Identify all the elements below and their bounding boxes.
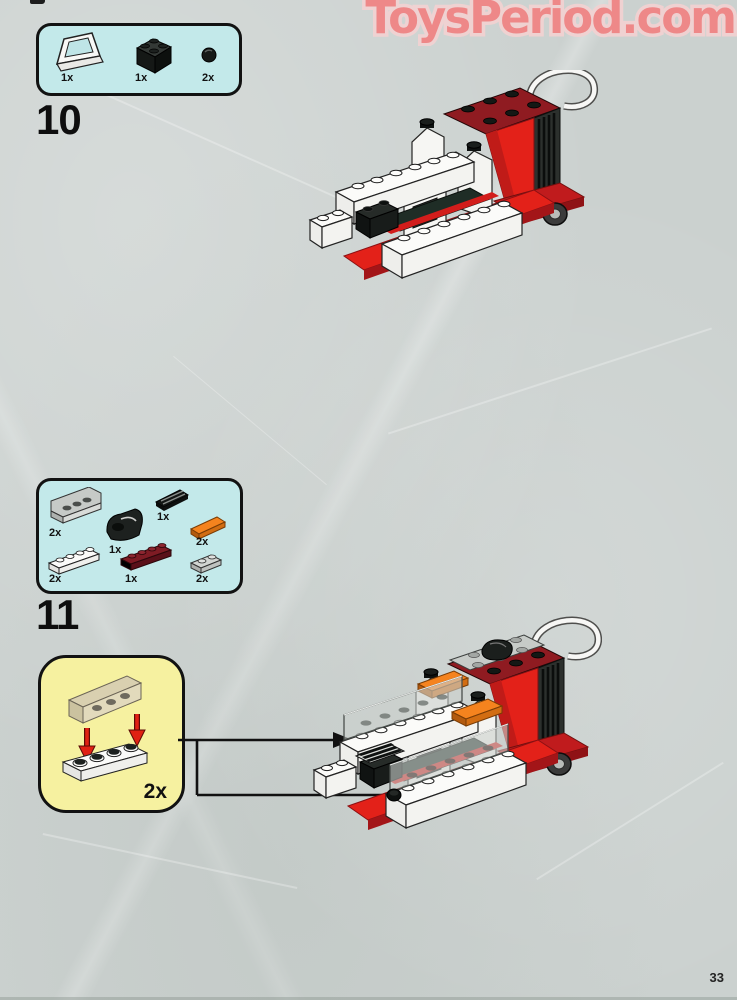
step11-callout-box: 2x [38, 655, 185, 813]
orange-tile-icon [189, 516, 227, 540]
callout-connector-lines [178, 732, 393, 797]
step10-parts-box: 1x 1x 2x [36, 23, 242, 96]
round-plate-icon [201, 47, 217, 63]
part-qty: 1x [157, 511, 170, 523]
step10-model-illustration [308, 70, 598, 280]
paper-texture-scratch [42, 832, 298, 890]
callout-assembly-illustration [61, 675, 149, 782]
part-qty: 1x [135, 72, 148, 84]
part-qty: 2x [202, 72, 215, 84]
part-qty: 2x [196, 536, 209, 548]
part-qty: 1x [61, 72, 74, 84]
front-grille-piece [354, 743, 406, 764]
side-rail-near [380, 200, 524, 280]
part-qty: 1x [109, 544, 122, 556]
page-number: 33 [709, 970, 724, 985]
gray-panel-icon [50, 487, 102, 524]
placement-arrow-icon [128, 714, 146, 748]
trans-panel-far [343, 675, 463, 741]
step-number: 11 [36, 591, 79, 638]
part-qty: 2x [196, 573, 209, 585]
step11-parts-box: 2x 1x 1x 2x 2x 1x 2x [36, 478, 243, 594]
paper-texture-scratch [173, 355, 327, 486]
step11-added-parts [343, 634, 546, 802]
windscreen-piece-icon [55, 32, 104, 72]
dark-red-plate-icon [119, 543, 173, 571]
step11-model-illustration [296, 610, 602, 866]
orange-tile-near [450, 698, 504, 727]
red-slope-shading [486, 130, 517, 212]
callout-quantity: 2x [143, 780, 167, 803]
black-curved-slope-icon [106, 508, 143, 541]
page-bottom-edge [0, 997, 737, 1000]
paper-texture-scratch [388, 327, 712, 435]
trans-panel-near [389, 723, 509, 793]
placement-arrow-icon [78, 728, 96, 764]
scan-artifact-mark [30, 0, 45, 4]
black-curved-top-piece [481, 639, 513, 661]
part-qty: 1x [125, 573, 138, 585]
black-grille-icon [154, 489, 190, 511]
front-bumper-brick [308, 209, 354, 250]
black-round-piece [386, 788, 402, 802]
red-floor-strip [384, 192, 499, 234]
tow-hose-icon [526, 70, 598, 111]
white-plate-icon [47, 547, 101, 575]
step-number: 10 [36, 96, 82, 143]
trans-panel-piece-icon [67, 675, 143, 724]
connector-arrowhead-icon [333, 732, 353, 748]
black-brick-icon [135, 38, 173, 74]
vehicle-model [308, 70, 598, 280]
black-brick [354, 200, 400, 239]
white-plate-piece-icon [61, 743, 149, 782]
part-qty: 2x [49, 527, 62, 539]
gray-plate-icon [189, 554, 223, 574]
watermark-text: ToysPeriod.com [365, 0, 737, 44]
part-qty: 2x [49, 573, 62, 585]
watermark-text-outline: ToysPeriod.com [362, 0, 737, 48]
